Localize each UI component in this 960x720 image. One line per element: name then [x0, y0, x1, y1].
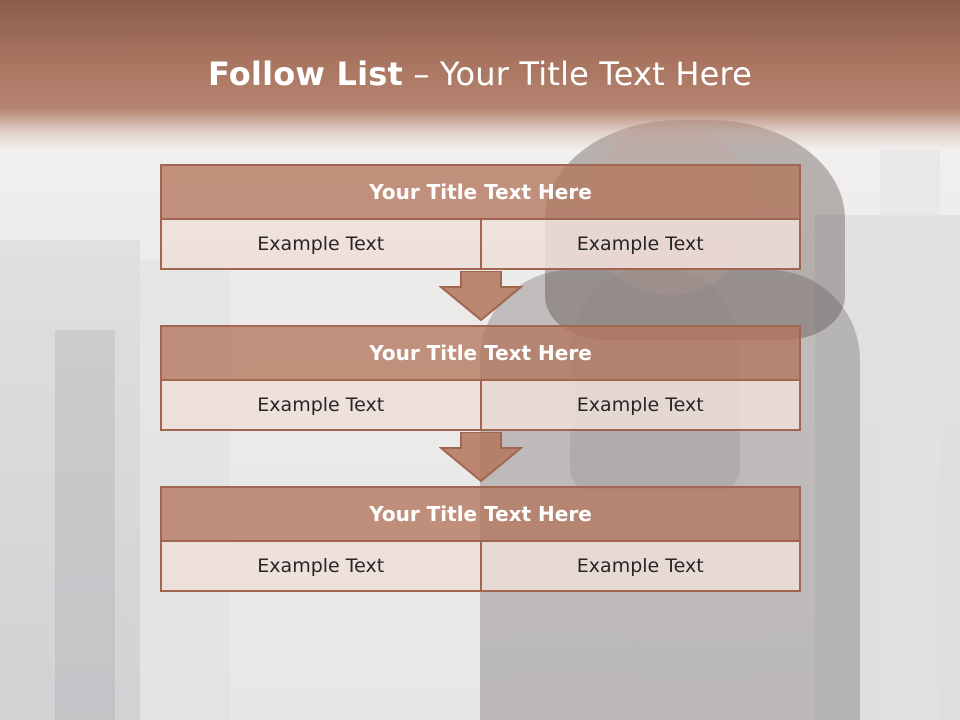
block-cell-right: Example Text [481, 381, 801, 431]
block-cell-right: Example Text [481, 220, 801, 270]
slide-title: Follow List – Your Title Text Here [0, 55, 960, 93]
block-title: Your Title Text Here [160, 164, 801, 220]
block-cell-left: Example Text [160, 542, 482, 592]
block-title: Your Title Text Here [160, 486, 801, 542]
block-cell-left: Example Text [160, 220, 482, 270]
block-row: Example Text Example Text [160, 381, 801, 431]
block-cell-left: Example Text [160, 381, 482, 431]
list-block-3: Your Title Text Here Example Text Exampl… [160, 486, 801, 592]
down-arrow-icon [439, 271, 523, 321]
slide-title-bold: Follow List [207, 55, 404, 93]
block-cell-right: Example Text [481, 542, 801, 592]
list-block-2: Your Title Text Here Example Text Exampl… [160, 325, 801, 431]
block-row: Example Text Example Text [160, 542, 801, 592]
list-block-1: Your Title Text Here Example Text Exampl… [160, 164, 801, 270]
slide-title-rest: – Your Title Text Here [403, 55, 753, 93]
down-arrow-icon [439, 432, 523, 482]
block-title: Your Title Text Here [160, 325, 801, 381]
title-band [0, 0, 960, 150]
block-row: Example Text Example Text [160, 220, 801, 270]
